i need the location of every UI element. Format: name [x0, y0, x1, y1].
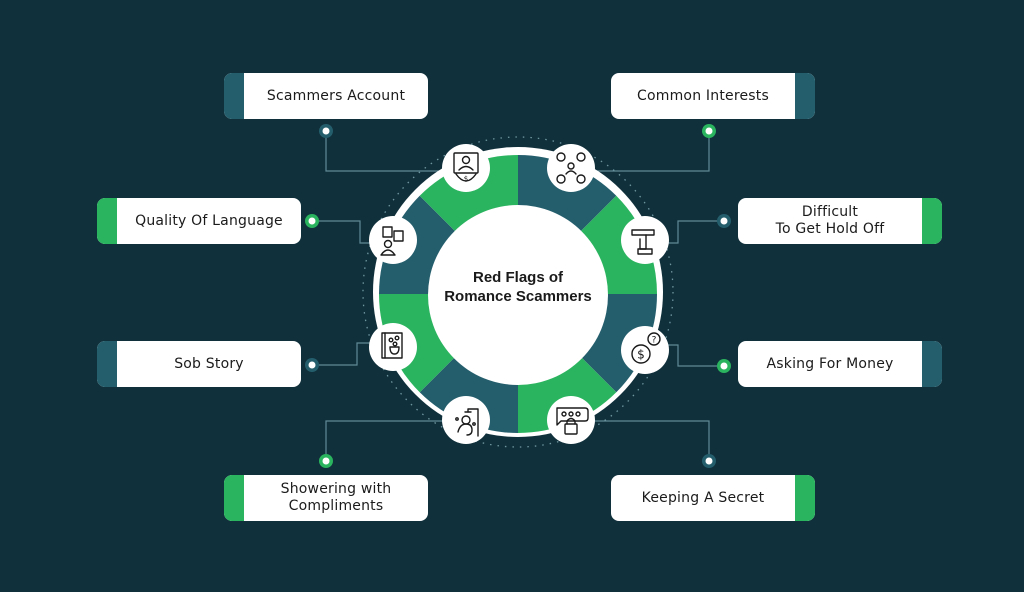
card-label-line-2: To Get Hold Off	[775, 221, 885, 237]
card-label: Scammers Account	[266, 87, 406, 104]
card-asking-for-money: Asking For Money	[738, 341, 942, 387]
connector-scammers-account	[325, 131, 444, 172]
card-label: Keeping A Secret	[641, 489, 765, 506]
card-scammers-account: Scammers Account	[224, 73, 428, 119]
card-label-line-1: Showering with	[280, 481, 392, 497]
title-line-2: Romance Scammers	[444, 288, 592, 305]
card-label: Quality Of Language	[135, 212, 283, 229]
dot-scammers-account	[319, 124, 333, 138]
card-sob-story: Sob Story	[97, 341, 301, 387]
svg-text:$: $	[637, 348, 645, 362]
profile-screen-money-icon: $	[442, 144, 490, 192]
connector-showering	[325, 420, 444, 461]
card-label: Common Interests	[637, 87, 769, 104]
connector-sob-story	[312, 342, 370, 366]
connector-asking-for-money	[668, 344, 724, 367]
accent-bar	[795, 73, 815, 119]
dot-quality-of-language	[305, 214, 319, 228]
card-label: Asking For Money	[766, 355, 894, 372]
chat-lock-icon	[547, 396, 595, 444]
card-common-interests: Common Interests	[611, 73, 815, 119]
svg-text:$: $	[464, 175, 468, 183]
center-circle	[428, 205, 608, 385]
accent-bar	[922, 198, 942, 244]
card-keeping-a-secret: Keeping A Secret	[611, 475, 815, 521]
dot-difficult	[717, 214, 731, 228]
accent-bar	[922, 341, 942, 387]
story-book-icon	[369, 323, 417, 371]
dot-keeping-secret	[702, 454, 716, 468]
accent-bar	[224, 475, 244, 521]
translate-person-icon	[369, 216, 417, 264]
svg-text:?: ?	[652, 336, 657, 346]
card-label: Sob Story	[174, 355, 244, 372]
dot-common-interests	[702, 124, 716, 138]
accent-bar	[795, 475, 815, 521]
connector-quality-of-language	[312, 220, 370, 244]
card-difficult-to-get-hold-off: Difficult To Get Hold Off	[738, 198, 942, 244]
connector-difficult	[668, 220, 724, 244]
connector-lines	[312, 131, 724, 461]
title-line-1: Red Flags of	[472, 269, 563, 286]
card-showering-with-compliments: Showering with Compliments	[224, 475, 428, 521]
connector-keeping-secret	[594, 420, 710, 461]
hand-pointing-icon	[621, 216, 669, 264]
dotted-orbit	[362, 136, 674, 448]
shower-person-icon	[442, 396, 490, 444]
card-label-line-2: Compliments	[288, 498, 384, 514]
network-interests-icon	[547, 144, 595, 192]
card-label: Difficult To Get Hold Off	[776, 204, 905, 238]
dot-sob-story	[305, 358, 319, 372]
dot-showering	[319, 454, 333, 468]
card-label: Showering with Compliments	[261, 481, 392, 515]
card-quality-of-language: Quality Of Language	[97, 198, 301, 244]
diagram-title: Red Flags of Romance Scammers	[428, 268, 608, 306]
card-label-line-1: Difficult	[801, 204, 859, 220]
connector-dots	[305, 124, 731, 468]
dollar-question-icon: $ ?	[621, 326, 669, 374]
accent-bar	[97, 198, 117, 244]
dot-asking-for-money	[717, 359, 731, 373]
accent-bar	[224, 73, 244, 119]
connector-common-interests	[594, 131, 710, 172]
accent-bar	[97, 341, 117, 387]
